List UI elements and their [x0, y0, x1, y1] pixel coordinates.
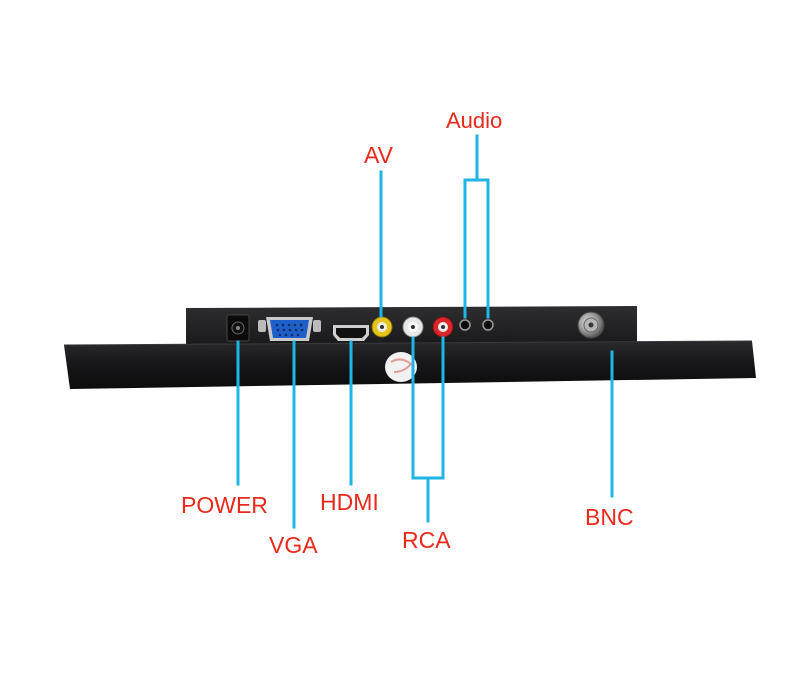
bnc-label: BNC [585, 504, 634, 530]
leader-bracket-audio [463, 178, 490, 319]
audio-label: Audio [446, 108, 503, 133]
hdmi-port [333, 325, 369, 341]
audio-jack-left [459, 319, 471, 331]
av-jack [371, 316, 393, 338]
rca-label: RCA [402, 527, 451, 553]
av-label: AV [364, 142, 393, 168]
vga-port [258, 317, 321, 341]
power-label: POWER [181, 492, 268, 518]
rca-jack-red [432, 316, 454, 338]
qc-sticker [385, 352, 417, 382]
rca-jack-white [402, 316, 424, 338]
vga-label: VGA [269, 532, 318, 558]
power-jack [226, 314, 250, 342]
hdmi-label: HDMI [320, 489, 379, 515]
audio-jack-right [482, 319, 494, 331]
bnc-connector [577, 311, 605, 339]
